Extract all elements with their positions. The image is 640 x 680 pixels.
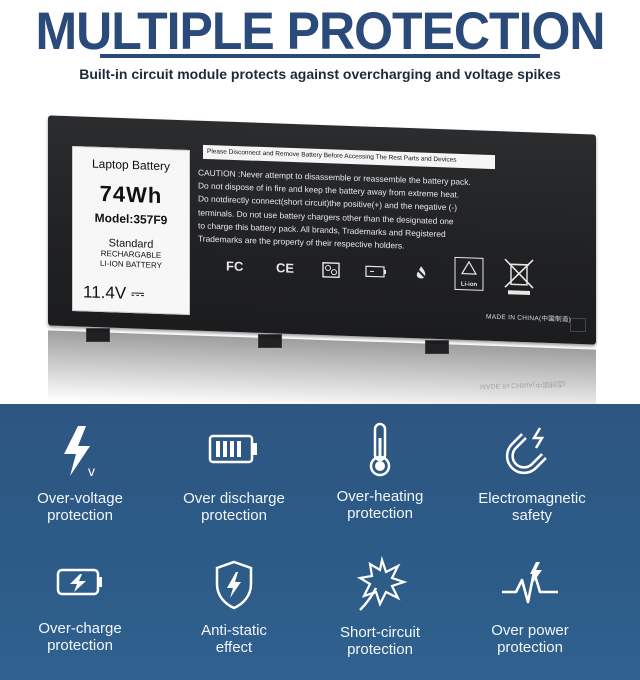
fc-mark-icon: FC [226, 258, 244, 274]
ce-mark-icon: CE [276, 260, 295, 276]
thermometer-icon [369, 422, 391, 477]
label-title: Laptop Battery [91, 156, 171, 174]
battery-tab [86, 328, 110, 342]
feature-label-line1: Electromagnetic [478, 490, 586, 507]
feature-short-circuit: Short-circuit protection [300, 556, 460, 658]
features-panel [0, 404, 640, 680]
no-fire-icon [413, 265, 429, 282]
feature-label-line1: Over-voltage [37, 490, 123, 507]
feature-label-line1: Over-heating [336, 488, 424, 505]
battery-label: Laptop Battery 74Wh Model:357F9 Standard… [72, 145, 190, 316]
feature-over-discharge: Over discharge protection [154, 422, 314, 524]
battery-symbol-icon [365, 265, 386, 278]
battery-tab [258, 334, 282, 348]
page-subtitle: Built-in circuit module protects against… [79, 66, 561, 82]
label-voltage: 11.4V ⎓ [83, 282, 145, 304]
label-capacity: 74Wh [99, 180, 163, 209]
caution-text: CAUTION :Never attempt to disassemble or… [198, 166, 518, 256]
feature-label-line1: Over-charge [38, 620, 122, 637]
feature-label-line2: protection [497, 639, 563, 656]
feature-label-line2: protection [347, 641, 413, 658]
shield-bolt-icon [215, 560, 253, 610]
feature-label-line1: Short-circuit [339, 624, 421, 641]
power-pulse-icon [502, 562, 558, 604]
feature-label-line2: protection [47, 507, 113, 524]
magnet-icon [505, 427, 547, 475]
feature-over-power: Over power protection [450, 558, 610, 656]
recycle-icon: Li-ion [454, 256, 484, 291]
svg-text:Li-ion: Li-ion [461, 282, 478, 289]
feature-over-voltage: v Over-voltage protection [0, 422, 160, 524]
feature-label-line2: protection [347, 505, 413, 522]
charging-battery-icon [56, 568, 102, 596]
battery-bars-icon [208, 434, 257, 464]
certification-marks: FC CE Li-ion [222, 256, 552, 296]
feature-label-line1: Over power [491, 622, 569, 639]
feature-label-line1: Anti-static [201, 622, 267, 639]
page-title: MULTIPLE PROTECTION [35, 1, 606, 61]
weee-bin-icon [504, 258, 534, 295]
feature-label-line2: protection [201, 507, 267, 524]
feature-anti-static: Anti-static effect [154, 558, 314, 656]
svg-text:v: v [88, 463, 95, 479]
feature-label-line1: Over discharge [183, 490, 285, 507]
feature-over-charge: Over-charge protection [0, 556, 160, 654]
battery-tab [570, 318, 586, 332]
feature-label-line2: safety [511, 507, 553, 524]
feature-label-line2: effect [215, 639, 253, 656]
spark-burst-icon [356, 556, 408, 611]
battery-tab [425, 340, 449, 354]
feature-label-line2: protection [47, 637, 113, 654]
label-model: Model:357F9 [94, 210, 168, 228]
lightning-v-icon: v [64, 426, 95, 479]
title-underline [100, 54, 540, 58]
feature-electromagnetic: Electromagnetic safety [452, 422, 612, 524]
cell-symbol-icon [322, 262, 340, 279]
feature-over-heating: Over-heating protection [300, 420, 460, 522]
